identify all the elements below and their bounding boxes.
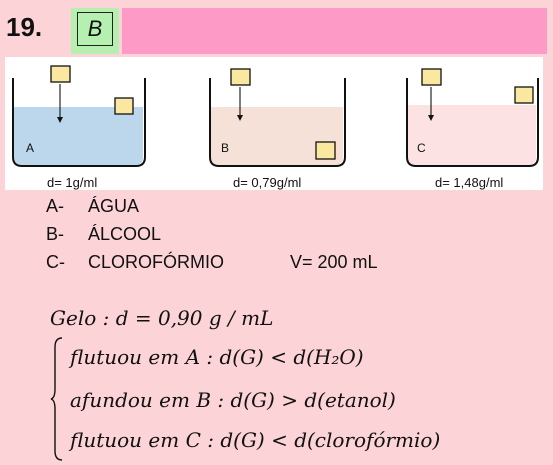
case-line: flutuou em A : d(G) < d(H₂O) bbox=[70, 345, 364, 369]
case-line: flutuou em C : d(G) < d(clorofórmio) bbox=[70, 428, 441, 452]
arrow-b-head bbox=[237, 115, 243, 121]
list-item-text: ÁLCOOL bbox=[88, 224, 162, 244]
beaker-a-density: d= 1g/ml bbox=[47, 175, 98, 190]
ice-cube-a bbox=[114, 97, 134, 115]
beakers-figure: A B C d= 1g/ml d= 0,79g/ml d= 1,48g/ml bbox=[5, 57, 543, 190]
case-line: afundou em B : d(G) > d(etanol) bbox=[70, 388, 396, 412]
volume-label: V= 200 mL bbox=[290, 252, 378, 272]
beaker-c-density: d= 1,48g/ml bbox=[435, 175, 504, 190]
ice-cube-b-start bbox=[230, 68, 251, 86]
beaker-b-wall bbox=[209, 78, 346, 167]
beaker-b-density: d= 0,79g/ml bbox=[233, 175, 302, 190]
left-brace bbox=[50, 337, 63, 461]
beaker-c-label: C bbox=[417, 141, 426, 155]
list-item-text: CLOROFÓRMIO bbox=[88, 252, 225, 272]
beaker-c bbox=[406, 68, 539, 167]
ice-cube-c-start bbox=[421, 68, 442, 86]
ice-cube-a-start bbox=[50, 65, 71, 83]
arrow-c-head bbox=[428, 115, 434, 121]
list-item-letter: B- bbox=[46, 224, 64, 244]
list-item-text: ÁGUA bbox=[88, 196, 140, 216]
beaker-a-label: A bbox=[26, 141, 35, 155]
beaker-b-liquid bbox=[211, 107, 343, 165]
beaker-c-liquid bbox=[408, 105, 536, 165]
beaker-a bbox=[12, 65, 146, 167]
list-item-letter: C- bbox=[46, 252, 65, 272]
list-item: C- CLOROFÓRMIO bbox=[46, 252, 224, 273]
beaker-c-wall bbox=[406, 78, 539, 167]
beakers-svg bbox=[12, 65, 539, 167]
header-bar bbox=[122, 8, 547, 54]
list-item-letter: A- bbox=[46, 196, 64, 216]
ice-cube-c bbox=[514, 86, 534, 104]
answer-box: B bbox=[77, 12, 113, 46]
question-number-box: 19. bbox=[0, 0, 66, 55]
gelo-density: Gelo : d = 0,90 g / mL bbox=[50, 306, 274, 330]
question-number: 19. bbox=[6, 12, 43, 42]
beaker-b-label: B bbox=[221, 141, 230, 155]
beaker-b bbox=[209, 68, 346, 167]
list-item: B- ÁLCOOL bbox=[46, 224, 161, 245]
beaker-a-wall bbox=[12, 78, 146, 167]
arrow-a-head bbox=[57, 117, 63, 123]
beaker-a-liquid bbox=[14, 107, 143, 165]
list-item: A- ÁGUA bbox=[46, 196, 139, 217]
question-header: 19. B bbox=[0, 0, 553, 55]
ice-cube-b bbox=[315, 141, 336, 160]
